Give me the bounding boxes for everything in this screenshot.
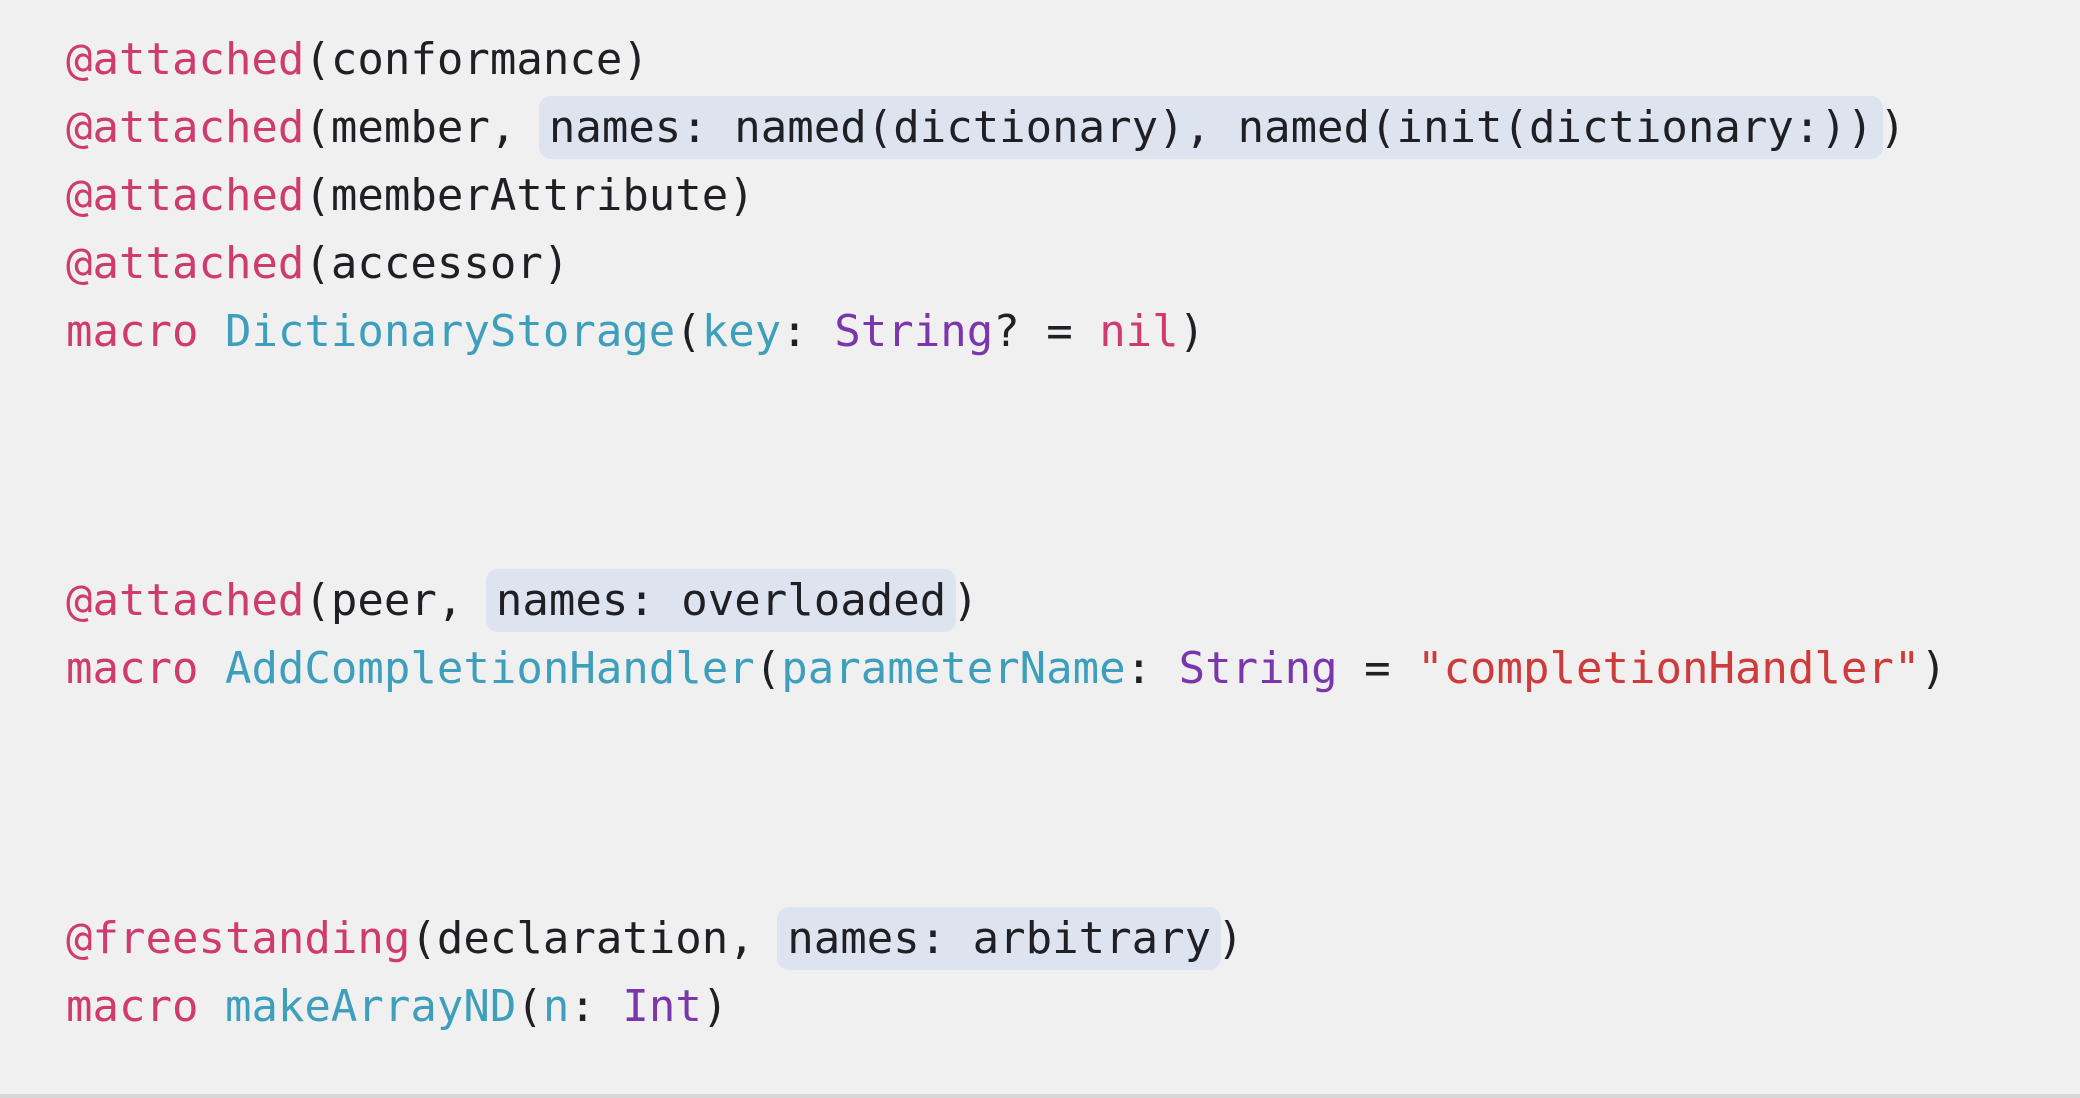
macro-name: makeArrayND [224,981,517,1032]
open-paren: ( [304,575,331,626]
close-paren: ) [1920,643,1947,694]
close-paren: ) [622,34,649,85]
close-paren: ) [542,238,570,289]
code-line-attached-peer: @attached(peer, names: overloaded) [66,567,979,635]
parameter-name: key [701,306,782,357]
argument-token: conformance [330,34,623,85]
open-paren: ( [410,913,437,964]
macro-keyword: macro [66,306,199,357]
close-paren: ) [728,170,755,221]
argument-token: declaration, [436,913,782,964]
code-line-attached-accessor: @attached(accessor) [66,230,569,298]
open-paren: ( [304,170,331,221]
argument-token: accessor [330,238,543,289]
open-paren: ( [304,34,331,85]
code-line-attached-conformance: @attached(conformance) [66,26,649,94]
macro-name: DictionaryStorage [224,306,676,357]
macro-keyword: macro [66,643,199,694]
close-paren: ) [952,575,979,626]
argument-token: memberAttribute [330,170,729,221]
macro-name: AddCompletionHandler [224,643,755,694]
close-paren: ) [701,981,729,1032]
attribute-token: @attached [66,102,305,153]
colon-token: : [569,981,623,1032]
code-line-macro-add-completion-handler: macro AddCompletionHandler(parameterName… [66,635,1947,703]
close-paren: ) [1879,102,1906,153]
attribute-token: @attached [66,575,305,626]
code-line-attached-member-attribute: @attached(memberAttribute) [66,162,755,230]
default-operator: ? = [993,306,1100,357]
open-paren: ( [304,102,331,153]
code-line-attached-member: @attached(member, names: named(dictionar… [66,94,1906,162]
default-value: nil [1099,306,1179,357]
colon-token: : [1125,643,1179,694]
open-paren: ( [675,306,702,357]
open-paren: ( [516,981,543,1032]
highlighted-names-argument: names: named(dictionary), named(init(dic… [538,96,1884,159]
close-paren: ) [1217,913,1244,964]
argument-token: member, [330,102,543,153]
default-operator: = [1337,643,1418,694]
open-paren: ( [304,238,331,289]
attribute-token: @attached [66,238,305,289]
type-name: String [834,306,994,357]
attribute-token: @attached [66,170,305,221]
attribute-token: @attached [66,34,305,85]
code-line-macro-make-array-nd: macro makeArrayND(n: Int) [66,973,728,1041]
close-paren: ) [1178,306,1206,357]
open-paren: ( [754,643,782,694]
argument-token: peer, [330,575,490,626]
attribute-token: @freestanding [66,913,411,964]
type-name: Int [622,981,702,1032]
parameter-name: n [542,981,570,1032]
parameter-name: parameterName [781,643,1126,694]
highlighted-names-argument: names: arbitrary [777,907,1222,970]
highlighted-names-argument: names: overloaded [485,569,957,632]
code-line-freestanding-declaration: @freestanding(declaration, names: arbitr… [66,905,1244,973]
code-line-macro-dictionary-storage: macro DictionaryStorage(key: String? = n… [66,298,1205,366]
macro-keyword: macro [66,981,199,1032]
default-string-value: "completionHandler" [1417,643,1921,694]
bottom-divider [0,1094,2080,1098]
type-name: String [1178,643,1338,694]
colon-token: : [781,306,835,357]
